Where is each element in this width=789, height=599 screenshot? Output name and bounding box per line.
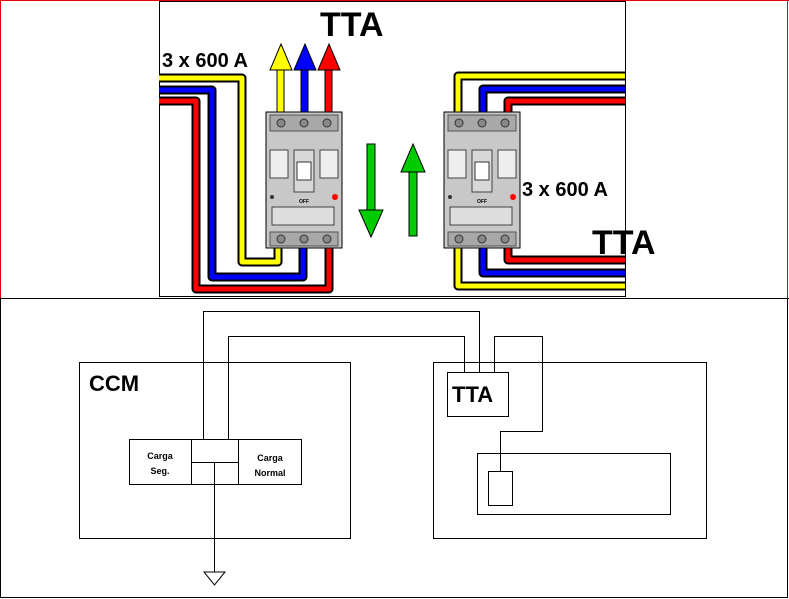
load-normal-line1: Carga: [257, 453, 284, 463]
title-tta-right: TTA: [592, 224, 656, 262]
blue-arrow-up-icon: [293, 42, 317, 71]
ground-triangle-icon: [202, 571, 227, 586]
ccm-label: CCM: [89, 371, 139, 396]
green-arrow-down-icon: [358, 209, 384, 239]
left-cables: [159, 73, 334, 294]
load-safe-line1: Carga: [147, 451, 174, 461]
red-arrow-up-icon: [317, 42, 341, 71]
transfer-arrows: [358, 142, 426, 239]
top-panel: OFF: [159, 1, 656, 297]
tta-outer-box: [433, 362, 707, 539]
right-cables: [453, 71, 625, 291]
breaker-left: OFF: [265, 111, 343, 249]
title-tta-left: TTA: [320, 6, 384, 44]
load-normal-line2: Normal: [254, 468, 285, 478]
rating-left: 3 x 600 A: [162, 50, 248, 72]
tta-inner-device: [488, 471, 513, 506]
green-arrow-up-icon: [400, 142, 426, 173]
tta-bottom-label: TTA: [452, 382, 493, 407]
tta-inner-panel: [477, 453, 671, 515]
yellow-arrow-up-icon: [269, 42, 293, 71]
left-output-arrows: [269, 42, 341, 119]
load-boxes: [129, 439, 302, 485]
breaker-left-off-label: OFF: [299, 199, 309, 205]
wire-3: [494, 336, 543, 472]
breaker-right: OFF: [443, 111, 521, 249]
tta-label-box: [447, 372, 509, 417]
breaker-right-off-label: OFF: [477, 199, 487, 205]
top-panel-frame: [159, 1, 626, 297]
wire-2: [228, 336, 465, 440]
bottom-panel: [79, 311, 707, 586]
wire-1: [203, 311, 480, 440]
rating-right: 3 x 600 A: [522, 179, 608, 201]
load-safe-line2: Seg.: [150, 466, 169, 476]
